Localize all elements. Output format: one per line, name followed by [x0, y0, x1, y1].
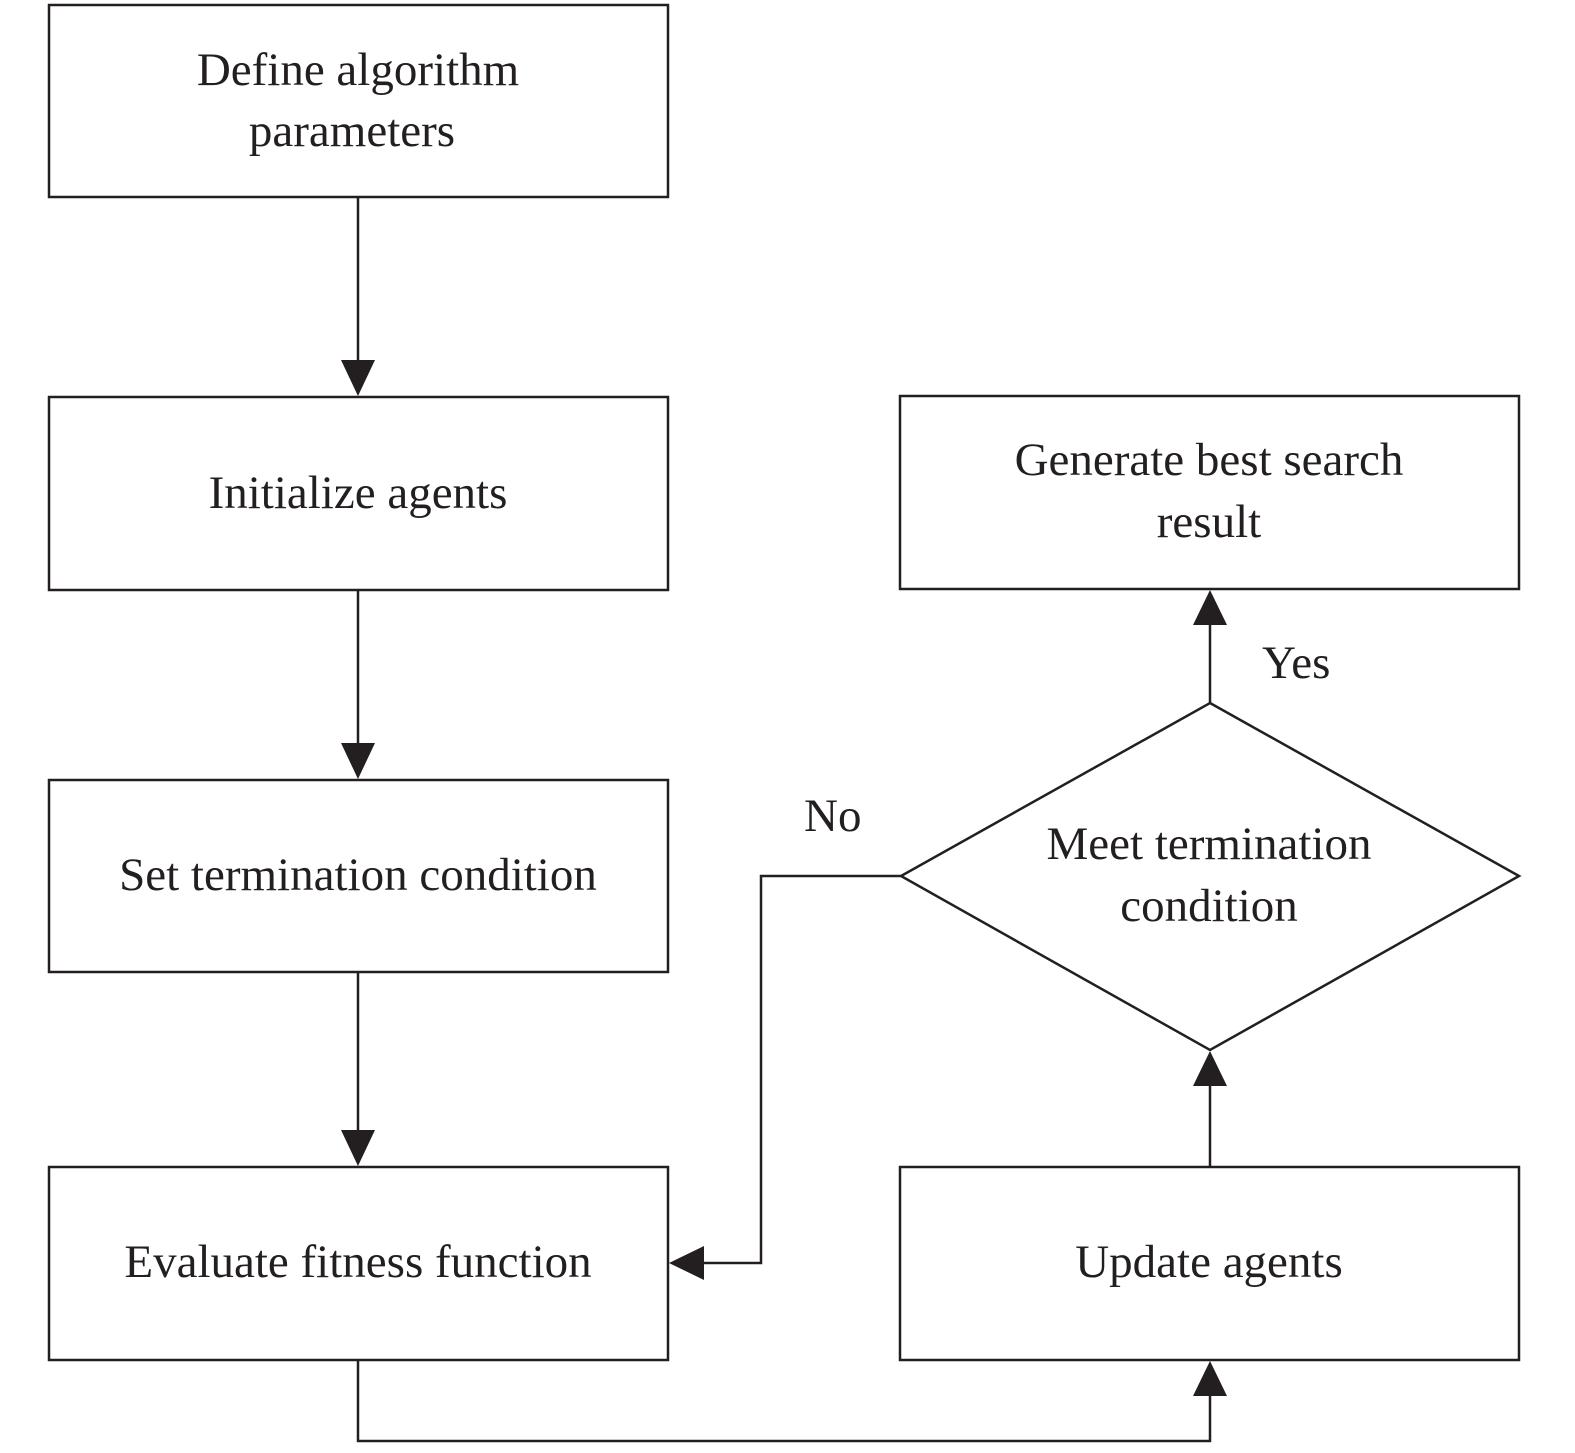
edge-decision-yes-to-generate: Yes — [1193, 590, 1330, 703]
arrowhead-down — [341, 1130, 375, 1166]
edge-initialize-to-set-termination — [341, 590, 375, 779]
edge-set-termination-to-evaluate — [341, 972, 375, 1166]
arrowhead-left — [669, 1246, 704, 1280]
define-parameters-line-2: parameters — [249, 105, 455, 157]
edge-update-to-decision — [1193, 1051, 1227, 1167]
arrowhead-down — [341, 743, 375, 779]
node-set-termination-condition: Set termination condition — [47, 778, 670, 974]
node-initialize-agents: Initialize agents — [47, 395, 670, 592]
meet-termination-line-1: Meet termination — [1047, 818, 1372, 870]
define-parameters-line-1: Define algorithm — [197, 44, 519, 96]
set-termination-condition-label: Set termination condition — [119, 849, 597, 901]
node-generate-best-search-result: Generate best search result — [898, 394, 1521, 591]
evaluate-fitness-function-label: Evaluate fitness function — [124, 1236, 591, 1288]
arrowhead-down — [341, 360, 375, 396]
generate-result-line-2: result — [1157, 496, 1261, 548]
meet-termination-line-2: condition — [1120, 880, 1298, 932]
no-label: No — [804, 790, 861, 842]
node-meet-termination-condition: Meet termination condition — [898, 701, 1522, 1052]
node-evaluate-fitness-function: Evaluate fitness function — [47, 1165, 670, 1362]
edge-evaluate-to-update — [356, 1360, 1227, 1443]
generate-result-line-1: Generate best search — [1015, 434, 1404, 486]
initialize-agents-label: Initialize agents — [209, 467, 508, 519]
arrowhead-up — [1193, 1051, 1227, 1086]
node-define-parameters: Define algorithm parameters — [47, 3, 670, 199]
arrowhead-up — [1193, 590, 1227, 625]
yes-label: Yes — [1262, 637, 1330, 689]
node-update-agents: Update agents — [898, 1165, 1521, 1362]
arrowhead-up — [1193, 1361, 1227, 1396]
edge-define-to-initialize — [341, 197, 375, 396]
update-agents-label: Update agents — [1075, 1236, 1343, 1288]
edge-decision-no-to-evaluate: No — [669, 790, 901, 1280]
